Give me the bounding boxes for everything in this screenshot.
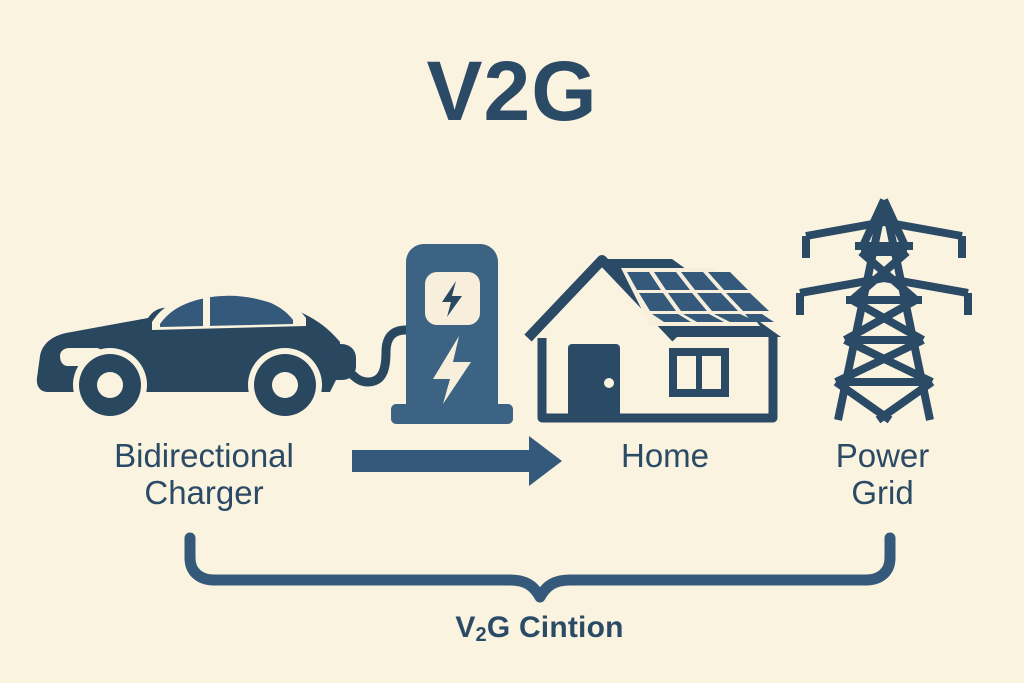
label-power-grid: Power Grid xyxy=(835,437,930,511)
curly-brace-icon xyxy=(184,532,896,603)
caption-subscript: 2 xyxy=(475,624,487,646)
page-title: V2G xyxy=(426,44,598,138)
label-home: Home xyxy=(620,437,710,474)
label-bidirectional-charger: Bidirectional Charger xyxy=(114,437,294,511)
door-icon xyxy=(568,344,620,418)
caption-prefix: V xyxy=(455,611,476,644)
car-window-icon xyxy=(152,289,306,330)
caption-suffix: G Cintion xyxy=(486,611,624,644)
charger-screen-bolt-icon xyxy=(442,281,462,317)
diagram-caption: V2G Cintion xyxy=(212,611,867,646)
electric-car-icon xyxy=(36,289,356,422)
car-wheel-front-icon xyxy=(73,348,147,422)
charging-cable-icon xyxy=(320,325,411,387)
window-icon xyxy=(669,348,729,397)
solar-panel-icon xyxy=(621,268,774,326)
ev-charger-icon xyxy=(391,244,513,424)
house-with-solar-panels-icon xyxy=(524,255,781,423)
charger-body-bolt-icon xyxy=(433,336,471,404)
right-arrow-icon xyxy=(352,436,562,486)
transmission-tower-icon xyxy=(796,198,972,424)
car-wheel-rear-icon xyxy=(248,348,322,422)
